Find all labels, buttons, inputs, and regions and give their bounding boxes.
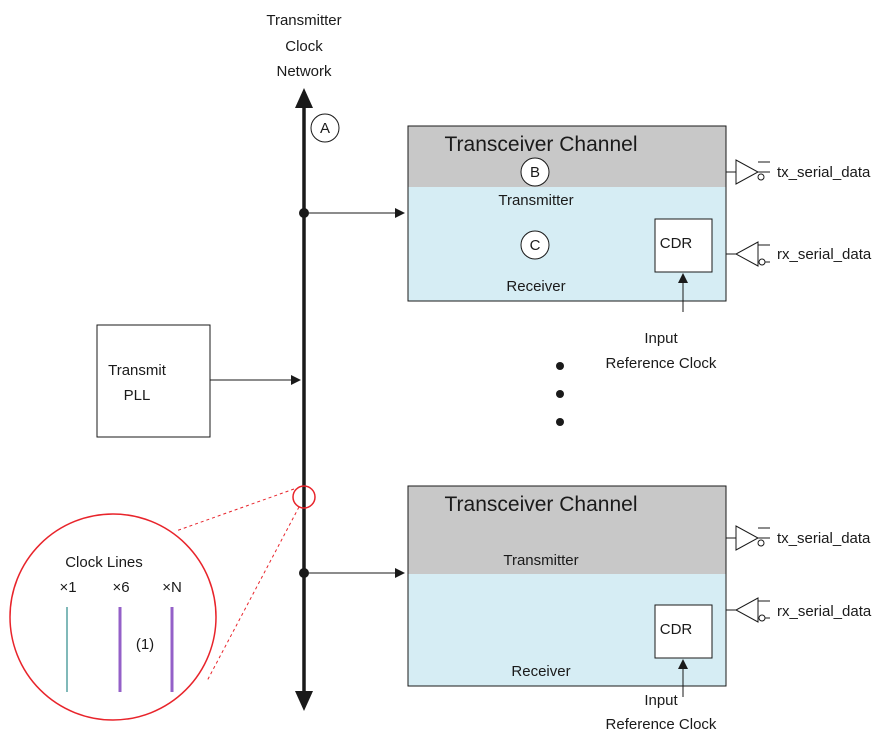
marker-c-circle (520, 230, 550, 260)
ellipsis-dot-3 (556, 418, 564, 426)
channel2-refclk-line-1: Input (644, 692, 678, 709)
channel1-refclk-line-2: Reference Clock (606, 355, 717, 372)
channel2-cdr-block (654, 604, 713, 659)
channel1-rx-buffer-icon (734, 241, 759, 267)
channel1-rx-port-label: rx_serial_data (777, 246, 872, 263)
marker-b-circle (520, 157, 550, 187)
channel2-transmitter-label: Transmitter (503, 552, 578, 569)
marker-b-label: B (530, 164, 540, 181)
channel1-outline (407, 125, 727, 302)
channel2-title: Transceiver Channel (445, 493, 638, 516)
channel1-transmitter-label: Transmitter (498, 192, 573, 209)
channel2-tx-bubble (757, 539, 765, 547)
marker-a-circle (310, 113, 340, 143)
zoom-detail-circle (9, 513, 217, 721)
bus-arrowhead-bottom (295, 691, 313, 711)
marker-a-label: A (320, 120, 330, 137)
marker-c-label: C (530, 237, 541, 254)
channel2-rx-buffer-icon (734, 597, 759, 623)
channel1-title: Transceiver Channel (445, 133, 638, 156)
channel2-rx-port-label: rx_serial_data (777, 603, 872, 620)
channel1-tx-bubble (757, 173, 765, 181)
pll-label-line-1: Transmit (108, 362, 167, 379)
ellipsis-dot-2 (556, 390, 564, 398)
zoom-source-circle (292, 485, 316, 509)
transmit-pll-block (96, 324, 211, 438)
channel2-rx-bubble (758, 614, 766, 622)
channel1-transmitter-block (408, 126, 726, 187)
channel2-receiver-label: Receiver (511, 663, 570, 680)
zoom-note: (1) (136, 636, 154, 653)
zoom-guide-line-lower (206, 506, 300, 682)
pll-label-line-2: PLL (124, 387, 151, 404)
ellipsis-dot-1 (556, 362, 564, 370)
network-title-line-2: Clock (285, 38, 323, 55)
zoom-guide-line-upper (175, 488, 295, 532)
channel2-cdr-label: CDR (660, 621, 693, 638)
channel1-tx-port-label: tx_serial_data (777, 164, 871, 181)
channel1-receiver-label: Receiver (506, 278, 565, 295)
network-title-line-1: Transmitter (266, 12, 341, 29)
zoom-line-label-x1: ×1 (59, 579, 76, 596)
channel1-rx-bubble (758, 258, 766, 266)
channel2-outline (407, 485, 727, 687)
zoom-line-label-xn: ×N (162, 579, 182, 596)
channel2-transmitter-block (408, 486, 726, 574)
channel1-cdr-block (654, 218, 713, 273)
channel1-tx-buffer-icon (735, 159, 760, 185)
network-title-line-3: Network (276, 63, 332, 80)
channel2-tx-port-label: tx_serial_data (777, 530, 871, 547)
zoom-title: Clock Lines (65, 554, 143, 571)
bus-arrowhead-top (295, 88, 313, 108)
channel2-tx-buffer-icon (735, 525, 760, 551)
channel1-cdr-label: CDR (660, 235, 693, 252)
channel1-refclk-line-1: Input (644, 330, 678, 347)
zoom-line-label-x6: ×6 (112, 579, 129, 596)
channel2-refclk-line-2: Reference Clock (606, 716, 717, 733)
